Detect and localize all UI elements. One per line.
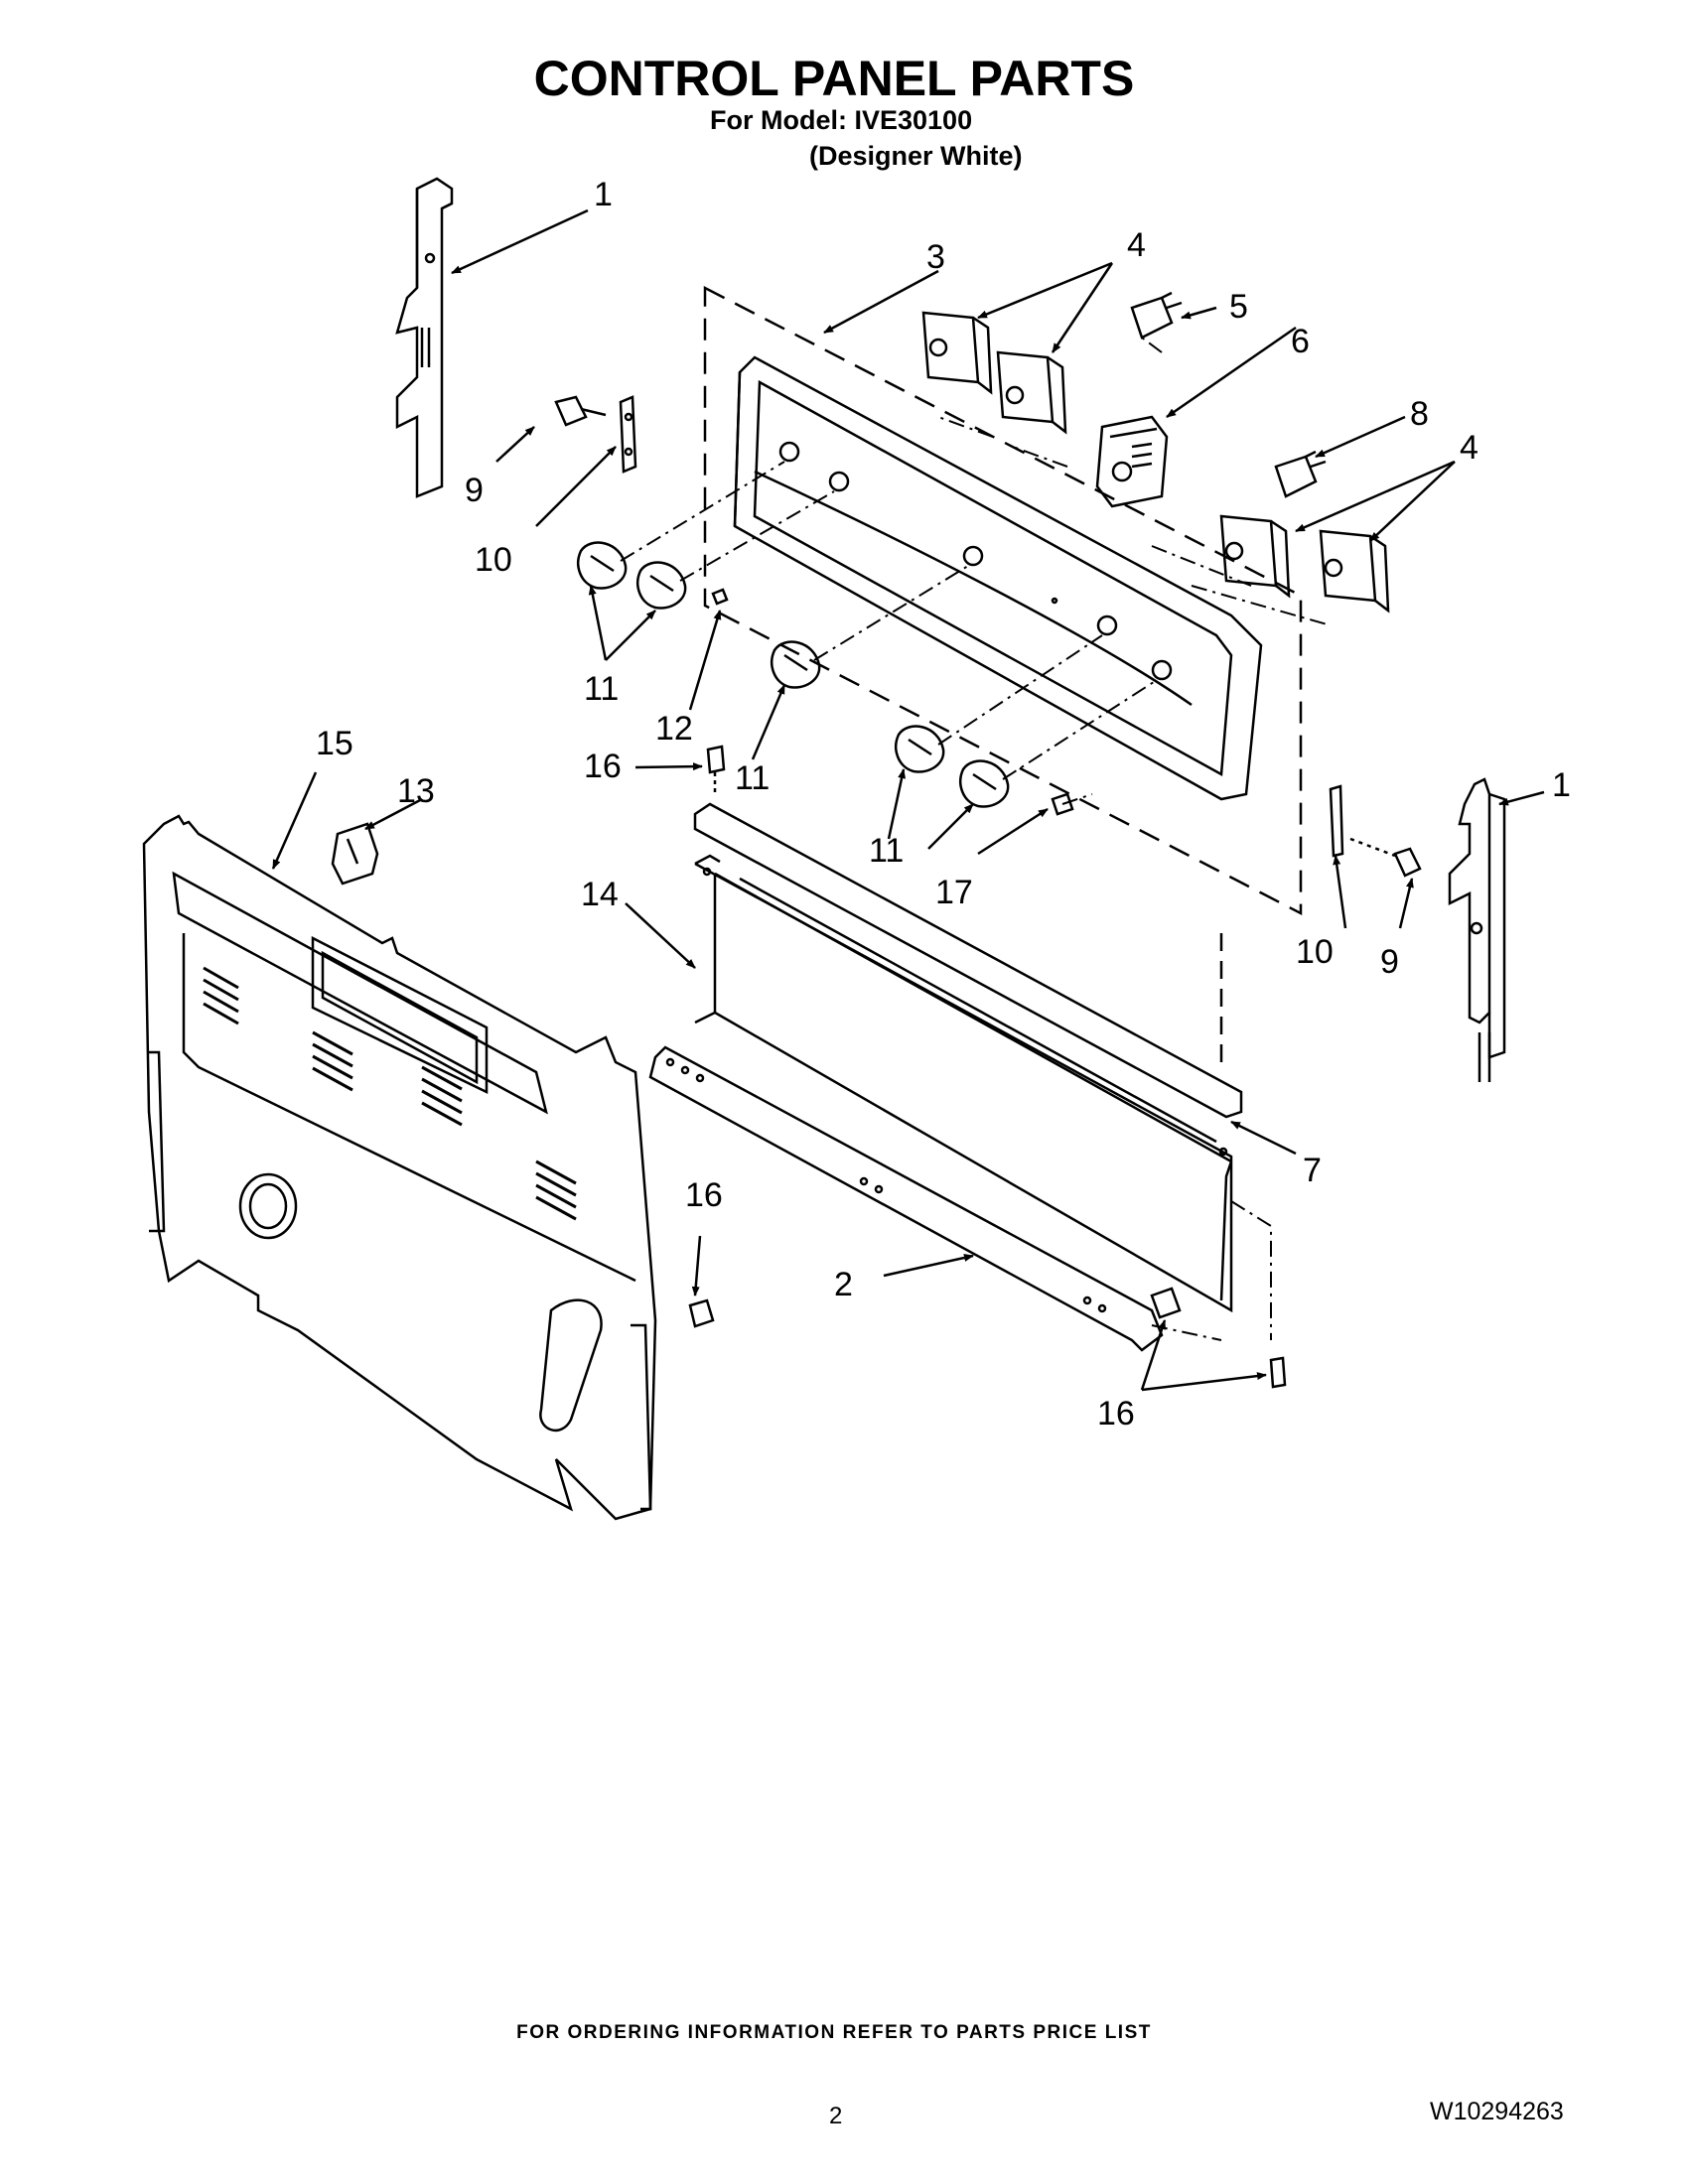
callout-6: 6 [1291,323,1310,360]
callout-9-left: 9 [465,472,484,509]
callout-12: 12 [655,710,693,748]
switch-4-b [996,350,1067,435]
side-bracket-left [395,177,454,498]
switch-4-d [1319,529,1390,614]
rear-panel-15 [142,814,657,1521]
screw-16-rail [1150,1287,1182,1319]
backguard-channel-14 [693,802,1243,1313]
callout-17: 17 [935,874,973,911]
screw-12 [711,588,729,606]
callout-8: 8 [1410,395,1429,433]
callout-4-right: 4 [1460,429,1478,467]
callout-4-top: 4 [1127,226,1146,264]
screw-17 [1051,792,1074,816]
knob-11-a [577,541,628,590]
callout-11-a: 11 [584,670,619,708]
switch-4-c [1219,514,1291,599]
assembly-outline [703,285,1303,916]
clip-10-left [619,395,637,474]
control-module-6 [1095,415,1169,508]
alignment-lines [620,337,1332,805]
knob-11-e [959,759,1010,808]
callout-15: 15 [316,725,353,762]
callout-10-left: 10 [475,541,512,579]
console-panel [733,355,1263,801]
variant-line: (Designer White) [809,141,1023,171]
leader-arrows [271,208,1545,1392]
screw-9-right [1349,837,1422,878]
callout-16-c: 16 [1097,1395,1135,1433]
switch-4-a [921,311,993,395]
knob-11-c [771,640,821,689]
callout-5: 5 [1229,288,1248,326]
callout-7: 7 [1303,1152,1322,1189]
screw-16-left [688,1298,715,1328]
callout-1-left: 1 [594,176,613,213]
side-bracket-right [1448,777,1506,1082]
model-line: For Model: IVE30100 [710,105,973,135]
callout-2: 2 [834,1266,853,1303]
callout-14: 14 [581,876,619,913]
callout-10-right: 10 [1296,933,1334,971]
callout-16-a: 16 [584,748,622,785]
callout-11-b: 11 [735,759,770,797]
callout-11-c: 11 [869,832,904,870]
indicator-light-8 [1274,450,1327,498]
page-number: 2 [829,2103,843,2129]
callout-1-right: 1 [1552,766,1571,804]
callout-3: 3 [926,238,945,276]
screw-16-bottom [1269,1356,1287,1389]
bottom-rail-2 [648,1045,1164,1352]
screw-16-top [706,745,726,794]
screw-9-left [554,395,607,427]
document-number: W10294263 [1430,2098,1564,2125]
callout-16-b: 16 [685,1176,723,1214]
indicator-light-5 [1130,291,1183,340]
clip-10-right [1329,784,1344,858]
page-title: CONTROL PANEL PARTS [533,51,1135,106]
clip-13 [331,822,379,886]
knob-11-b [636,561,687,610]
ordering-note: FOR ORDERING INFORMATION REFER TO PARTS … [516,2022,1152,2043]
callout-9-right: 9 [1380,943,1399,981]
callout-13: 13 [397,772,435,810]
knob-11-d [895,725,945,773]
